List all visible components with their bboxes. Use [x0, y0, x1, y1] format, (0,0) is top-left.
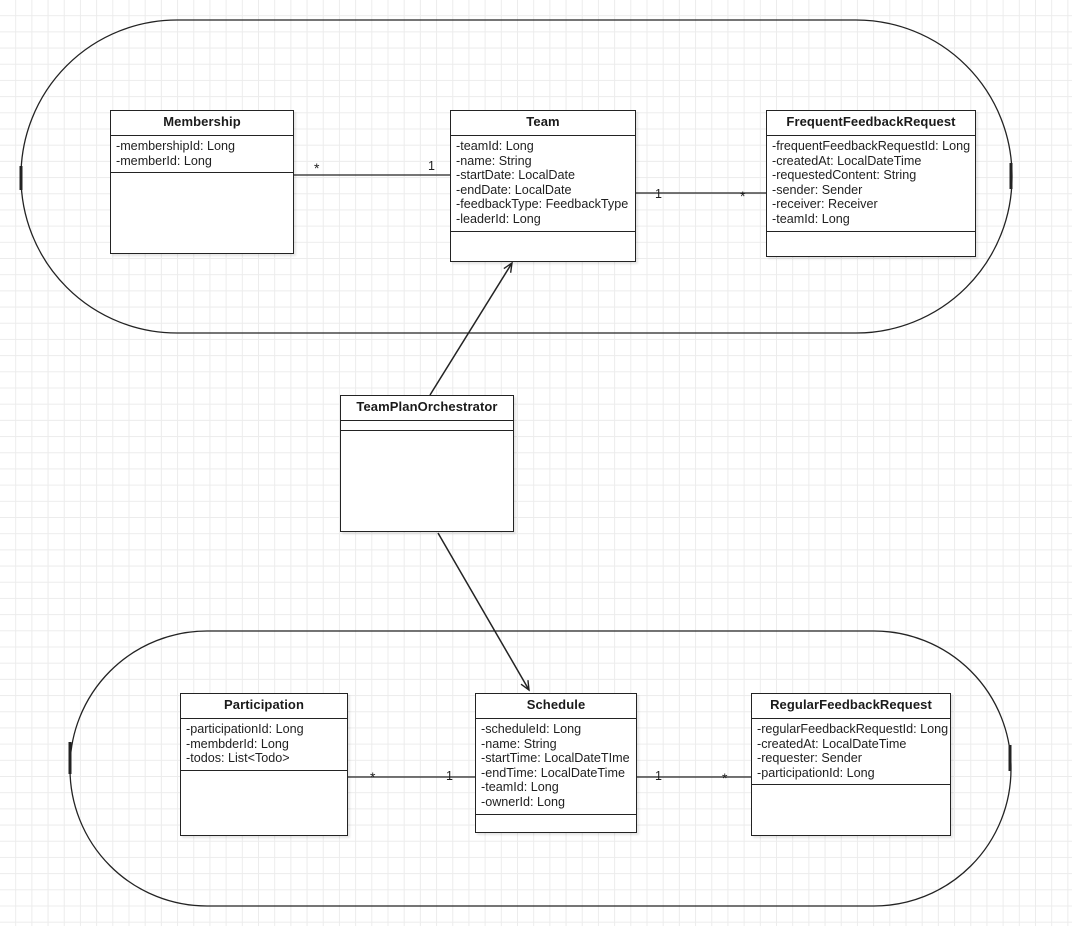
class-box-participation[interactable]: Participation -participationId: Long -me… [180, 693, 348, 836]
class-title-team: Team [451, 111, 635, 136]
class-attributes-regular-feedback-request: -regularFeedbackRequestId: Long -created… [752, 719, 950, 786]
class-box-regular-feedback-request[interactable]: RegularFeedbackRequest -regularFeedbackR… [751, 693, 951, 836]
relation-orchestrator-schedule [437, 532, 530, 692]
class-methods-regular-feedback-request [752, 785, 950, 835]
multiplicity-participation-side: * [370, 769, 376, 785]
class-title-schedule: Schedule [476, 694, 636, 719]
multiplicity-team-right-side: 1 [655, 187, 662, 201]
class-methods-team-plan-orchestrator [341, 431, 513, 531]
class-attributes-team-plan-orchestrator [341, 421, 513, 431]
attribute-row: -frequentFeedbackRequestId: Long [772, 138, 971, 153]
attribute-row: -scheduleId: Long [481, 721, 582, 736]
class-title-regular-feedback-request: RegularFeedbackRequest [752, 694, 950, 719]
class-title-team-plan-orchestrator: TeamPlanOrchestrator [341, 396, 513, 421]
attribute-row: -teamId: Long [481, 780, 559, 795]
class-methods-frequent-feedback-request [767, 232, 975, 257]
multiplicity-team-left-side: 1 [428, 159, 435, 173]
attribute-row: -endDate: LocalDate [456, 182, 572, 197]
class-attributes-membership: -membershipId: Long -memberId: Long [111, 136, 293, 174]
attribute-row: -participationId: Long [757, 765, 875, 780]
attribute-row: -membershipId: Long [116, 138, 236, 153]
attribute-row: -requester: Sender [757, 751, 863, 766]
attribute-row: -feedbackType: FeedbackType [456, 197, 629, 212]
multiplicity-frequent-side: * [740, 188, 746, 204]
class-methods-participation [181, 771, 347, 835]
class-box-team-plan-orchestrator[interactable]: TeamPlanOrchestrator [340, 395, 514, 532]
multiplicity-membership-side: * [314, 160, 320, 176]
class-box-membership[interactable]: Membership -membershipId: Long -memberId… [110, 110, 294, 254]
attribute-row: -startTime: LocalDateTIme [481, 751, 630, 766]
attribute-row: -name: String [456, 153, 532, 168]
attribute-row: -regularFeedbackRequestId: Long [757, 721, 949, 736]
class-title-membership: Membership [111, 111, 293, 136]
class-title-frequent-feedback-request: FrequentFeedbackRequest [767, 111, 975, 136]
relation-orchestrator-team [429, 261, 513, 396]
attribute-row: -sender: Sender [772, 182, 863, 197]
attribute-row: -endTime: LocalDateTime [481, 765, 625, 780]
class-box-team[interactable]: Team -teamId: Long -name: String -startD… [450, 110, 636, 262]
multiplicity-schedule-right-side: 1 [655, 769, 662, 783]
attribute-row: -membderId: Long [186, 736, 289, 751]
multiplicity-regular-side: * [722, 770, 728, 786]
attribute-row: -participationId: Long [186, 721, 304, 736]
attribute-row: -name: String [481, 736, 557, 751]
attribute-row: -teamId: Long [772, 211, 850, 226]
class-methods-membership [111, 173, 293, 253]
attribute-row: -memberId: Long [116, 153, 212, 168]
class-box-schedule[interactable]: Schedule -scheduleId: Long -name: String… [475, 693, 637, 833]
class-attributes-schedule: -scheduleId: Long -name: String -startTi… [476, 719, 636, 815]
class-methods-schedule [476, 815, 636, 833]
attribute-row: -createdAt: LocalDateTime [757, 736, 907, 751]
multiplicity-schedule-left-side: 1 [446, 769, 453, 783]
class-title-participation: Participation [181, 694, 347, 719]
attribute-row: -receiver: Receiver [772, 197, 878, 212]
class-methods-team [451, 232, 635, 262]
attribute-row: -teamId: Long [456, 138, 534, 153]
attribute-row: -requestedContent: String [772, 168, 917, 183]
attribute-row: -todos: List<Todo> [186, 751, 290, 766]
class-box-frequent-feedback-request[interactable]: FrequentFeedbackRequest -frequentFeedbac… [766, 110, 976, 257]
class-attributes-participation: -participationId: Long -membderId: Long … [181, 719, 347, 771]
attribute-row: -createdAt: LocalDateTime [772, 153, 922, 168]
attribute-row: -startDate: LocalDate [456, 168, 575, 183]
attribute-row: -leaderId: Long [456, 211, 541, 226]
attribute-row: -ownerId: Long [481, 794, 566, 809]
class-attributes-team: -teamId: Long -name: String -startDate: … [451, 136, 635, 232]
class-attributes-frequent-feedback-request: -frequentFeedbackRequestId: Long -create… [767, 136, 975, 232]
